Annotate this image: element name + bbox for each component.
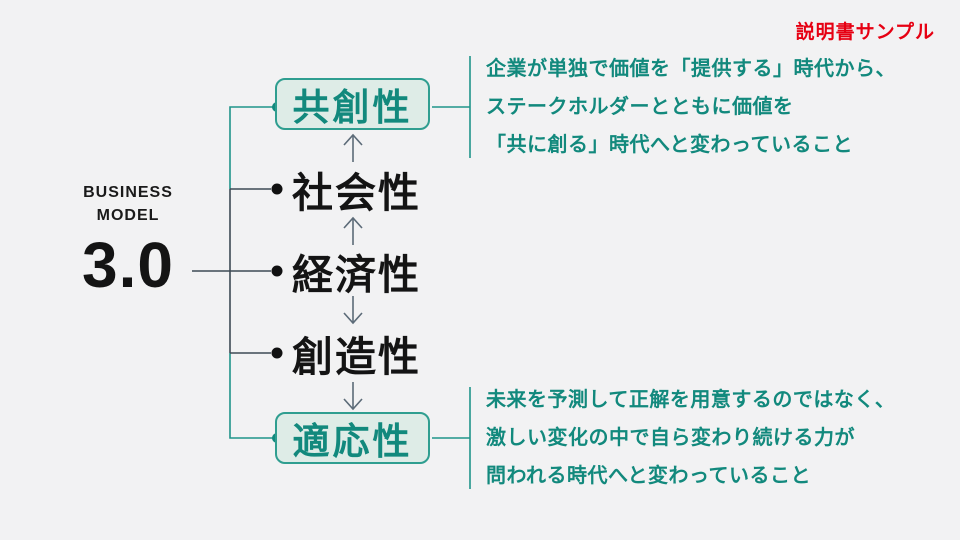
brand-version: 3.0 [82,229,174,301]
bullet-black-2 [271,265,283,277]
brand-line2: MODEL [96,207,160,224]
keyword-box-kyousousei: 共創性 [275,78,430,130]
annotation-line: ステークホルダーとともに価値を [486,96,794,118]
keyword-label: 共創性 [292,87,413,128]
arrow-down-icon [343,296,363,325]
annotation-line: 未来を予測して正解を用意するのではなく、 [486,389,896,411]
annotation-tekiousei: 未来を予測して正解を用意するのではなく、 激しい変化の中で自ら変わり続ける力が … [486,381,926,495]
list-item-shakaisei: 社会性 [292,170,421,216]
brand-block: BUSINESS MODEL 3.0 [57,181,199,301]
arrow-down-icon [343,382,363,411]
arrow-up-icon [343,133,363,162]
sample-watermark: 説明書サンプル [795,22,935,43]
keyword-label: 適応性 [292,421,413,462]
brand-line1: BUSINESS [83,184,173,201]
keyword-box-tekiousei: 適応性 [275,412,430,464]
bullet-black-1 [271,183,283,195]
annotation-kyousousei: 企業が単独で価値を「提供する」時代から、 ステークホルダーとともに価値を 「共に… [486,50,926,164]
bullet-black-3 [271,347,283,359]
arrow-up-icon [343,216,363,245]
annotation-line: 激しい変化の中で自ら変わり続ける力が [486,427,855,449]
list-item-souzousei: 創造性 [292,334,421,380]
annotation-line: 問われる時代へと変わっていること [486,465,811,487]
annotation-line: 「共に創る」時代へと変わっていること [486,134,853,156]
annotation-line: 企業が単独で価値を「提供する」時代から、 [486,58,896,80]
list-item-keizaisei: 経済性 [292,252,421,298]
